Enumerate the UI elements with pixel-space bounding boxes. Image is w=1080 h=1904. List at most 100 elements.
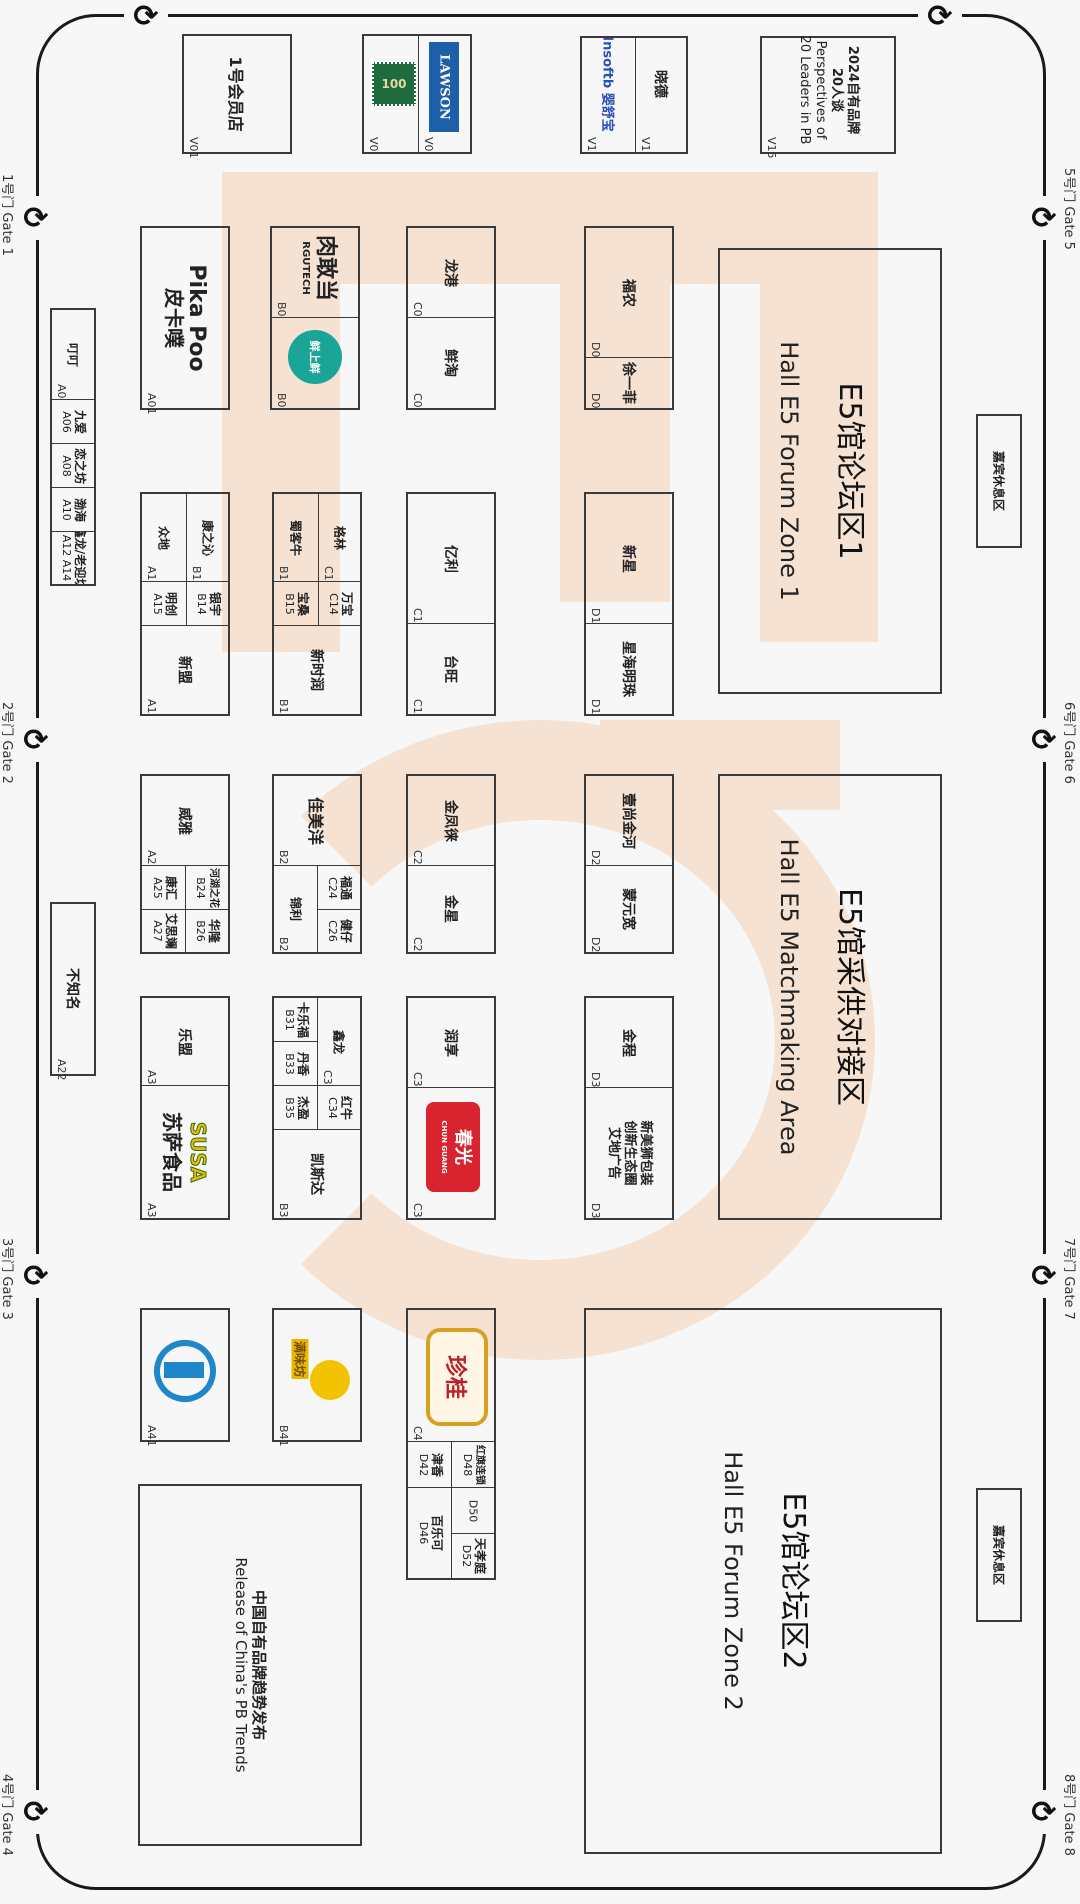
forum-zone-2[interactable]: E5馆论坛区2 Hall E5 Forum Zone 2: [584, 1308, 942, 1854]
gate-3-icon[interactable]: ⟳: [14, 1254, 58, 1298]
booth-a17[interactable]: 新盟 A17: [145, 656, 192, 714]
booth-v07-v09[interactable]: 100 V07 LAWSON V09: [362, 34, 472, 154]
pb-trends-release-area[interactable]: 中国自有品牌趋势发布 Release of China's PB Trends: [138, 1484, 362, 1846]
booth-v07-code: V07: [367, 137, 380, 152]
booth-v11[interactable]: Insoftb 婴舒宝 V11: [582, 38, 636, 152]
b41-mascot-logo: [310, 1360, 350, 1400]
booth-v15[interactable]: 2024自有品牌 20人谈 Perspectives of 20 Leaders…: [760, 35, 896, 159]
booth-v01-name: 1号会员店: [226, 56, 245, 132]
booth-v01-code: V01: [187, 137, 200, 159]
booth-a37[interactable]: SUSA 苏萨食品 A37: [145, 1112, 211, 1218]
booth-d01[interactable]: 福农 D01: [586, 228, 672, 358]
booth-c30[interactable]: 鑫龙 C30: [318, 998, 360, 1086]
booth-v07[interactable]: 100 V07: [364, 36, 419, 152]
booth-c01[interactable]: 龙港 C01: [408, 228, 494, 318]
booth-a21[interactable]: 威雅 A21: [142, 776, 228, 866]
guest-lounge-1[interactable]: 嘉宾休息区: [976, 414, 1022, 548]
gate-5-icon[interactable]: ⟳: [1022, 196, 1066, 240]
booth-d25[interactable]: 蒙元宽 D25: [589, 888, 636, 952]
booth-d50[interactable]: D50: [452, 1488, 494, 1534]
gate-7-icon[interactable]: ⟳: [1022, 1254, 1066, 1298]
booth-a01[interactable]: Pika Poo 皮卡噗 A01: [140, 226, 230, 415]
booth-v11-v13[interactable]: Insoftb 婴舒宝 V11 晓德 V13: [580, 36, 688, 154]
v07-logo: 100: [372, 62, 416, 106]
booth-a02[interactable]: 叮叮 A02: [52, 310, 94, 400]
gate-6-icon[interactable]: ⟳: [1022, 718, 1066, 762]
booth-c31[interactable]: 润享 C31: [408, 998, 494, 1088]
rougandang-logo: 肉敢当: [313, 235, 338, 302]
booth-b25[interactable]: 锦利 B25: [274, 866, 318, 952]
booth-c25[interactable]: 金星 C25: [411, 895, 458, 952]
booth-c07[interactable]: 鲜淘 C07: [411, 349, 458, 408]
booth-a41[interactable]: A41: [140, 1308, 230, 1447]
booth-d21[interactable]: 壹尚金河 D21: [586, 776, 672, 866]
booth-a11[interactable]: 众地 A11: [142, 494, 187, 582]
booth-a31[interactable]: 乐盟 A31: [142, 998, 228, 1086]
gate-2-icon[interactable]: ⟳: [14, 718, 58, 762]
gate-8-label: 8号门 Gate 8: [1061, 1774, 1076, 1856]
booth-b21[interactable]: 佳美洋 B21: [274, 776, 360, 866]
booth-a22[interactable]: 不知名 A22: [50, 902, 96, 1081]
v15-line3: Perspectives of: [813, 41, 828, 140]
booth-v13-name: 晓德: [652, 69, 668, 98]
booth-d31[interactable]: 金程 D31: [586, 998, 672, 1088]
gate-4-icon[interactable]: ⟳: [14, 1790, 58, 1834]
booth-c21[interactable]: 金凤徕 C21: [408, 776, 494, 866]
booth-d37[interactable]: 新美狮包装 创新生态圈 艾地广告 D37: [589, 1120, 653, 1218]
booth-v13[interactable]: 晓德 V13: [636, 38, 686, 152]
booth-b41[interactable]: 满味坊 B41: [272, 1308, 362, 1447]
booth-b37[interactable]: 凯斯达 B37: [277, 1153, 324, 1218]
booth-c12[interactable]: 格林 C12: [319, 494, 360, 582]
booth-b11[interactable]: 蜀客牛 B11: [274, 494, 319, 582]
booth-b17[interactable]: 新时润 B17: [277, 649, 324, 714]
booth-d17[interactable]: 星海明珠 D17: [589, 641, 636, 714]
gate-8-icon[interactable]: ⟳: [1022, 1790, 1066, 1834]
matchmaking-area[interactable]: E5馆采供对接区 Hall E5 Matchmaking Area: [718, 774, 942, 1220]
booth-b01-b07: 肉敢当 RGUTECH B01 鲜上鲜 B07: [270, 226, 360, 410]
booth-c11-c17: 亿利 C11 台旺 C17: [406, 492, 496, 716]
booth-v09[interactable]: LAWSON V09: [419, 36, 470, 152]
booth-b07[interactable]: 鲜上鲜 B07: [272, 318, 358, 408]
guest-lounge-2[interactable]: 嘉宾休息区: [976, 1488, 1022, 1622]
decor-band-left: [222, 172, 340, 652]
booth-c41[interactable]: 珍桂 C41: [408, 1310, 494, 1442]
booth-c17[interactable]: 台旺 C17: [411, 655, 458, 714]
booth-v01[interactable]: 1号会员店 V01: [182, 34, 292, 159]
booth-b01[interactable]: 肉敢当 RGUTECH B01: [272, 228, 358, 318]
xianshangxian-logo: 鲜上鲜: [288, 330, 342, 384]
v15-line4: 20 Leaders in PB: [797, 35, 812, 145]
booth-d07[interactable]: 徐一菲 D07: [589, 362, 636, 408]
gate-6-label: 6号门 Gate 6: [1061, 702, 1076, 784]
booth-d11[interactable]: 新星 D11: [586, 494, 672, 624]
booth-c11[interactable]: 亿利 C11: [408, 494, 494, 624]
hall-outline: [36, 14, 1046, 1890]
forum-zone-1[interactable]: E5馆论坛区1 Hall E5 Forum Zone 1: [718, 248, 942, 694]
gate-1-icon[interactable]: ⟳: [14, 196, 58, 240]
booth-b12[interactable]: 康之沁 B12: [187, 494, 228, 582]
booth-c37[interactable]: 春光 CHUN GUANG C37: [408, 1088, 494, 1218]
